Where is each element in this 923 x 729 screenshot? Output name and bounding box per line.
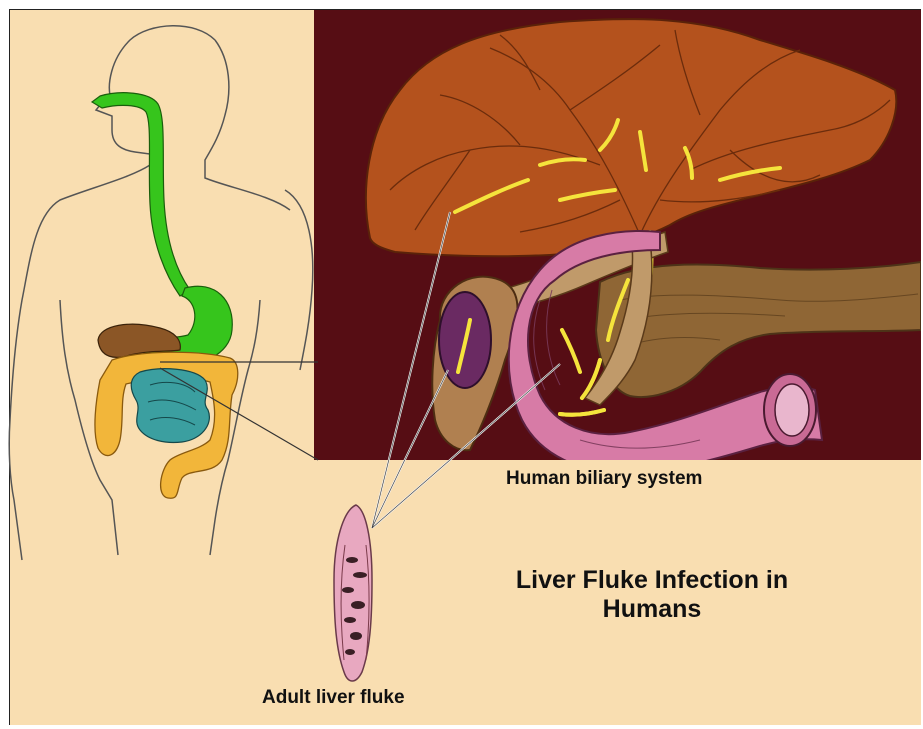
title-line-1: Liver Fluke Infection in [452,566,852,595]
title-line-2: Humans [452,595,852,624]
adult-fluke-label: Adult liver fluke [262,687,405,709]
small-intestine [131,369,209,443]
biliary-inset [314,10,921,472]
biliary-system-label: Human biliary system [506,468,702,490]
figure-title: Liver Fluke Infection in Humans [452,566,852,624]
liver-fluke [334,505,372,681]
